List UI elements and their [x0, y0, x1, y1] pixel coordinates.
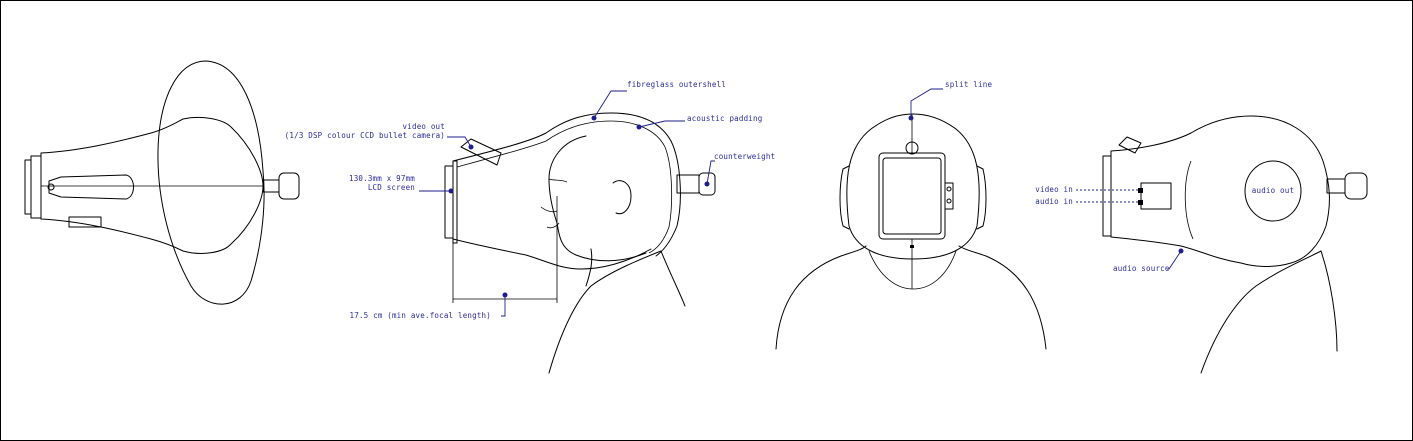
video-out-label: video out: [403, 122, 445, 131]
acoustic-padding-label: acoustic padding: [687, 114, 762, 123]
audio-out-label: audio out: [1252, 186, 1294, 195]
lcd-size-label: 130.3mm x 97mm: [349, 174, 415, 183]
audio-in-label: audio in: [1035, 197, 1073, 206]
video-in-label: video in: [1035, 185, 1073, 194]
top-view: [24, 60, 300, 305]
front-view: [775, 88, 1047, 350]
annotations: video out (1/3 DSP colour CCD bullet cam…: [285, 80, 1294, 320]
focal-length-label: 17.5 cm (min ave.focal length): [350, 311, 491, 320]
side-view: [419, 90, 716, 374]
rear-view: [1076, 115, 1368, 374]
lcd-screen-label: LCD screen: [368, 183, 415, 192]
fibreglass-label: fibreglass outershell: [627, 80, 726, 89]
split-line-label: split line: [945, 80, 992, 89]
camera-spec-label: (1/3 DSP colour CCD bullet camera): [285, 131, 445, 140]
counterweight-label: counterweight: [714, 152, 775, 161]
audio-source-label: audio source: [1113, 264, 1170, 273]
